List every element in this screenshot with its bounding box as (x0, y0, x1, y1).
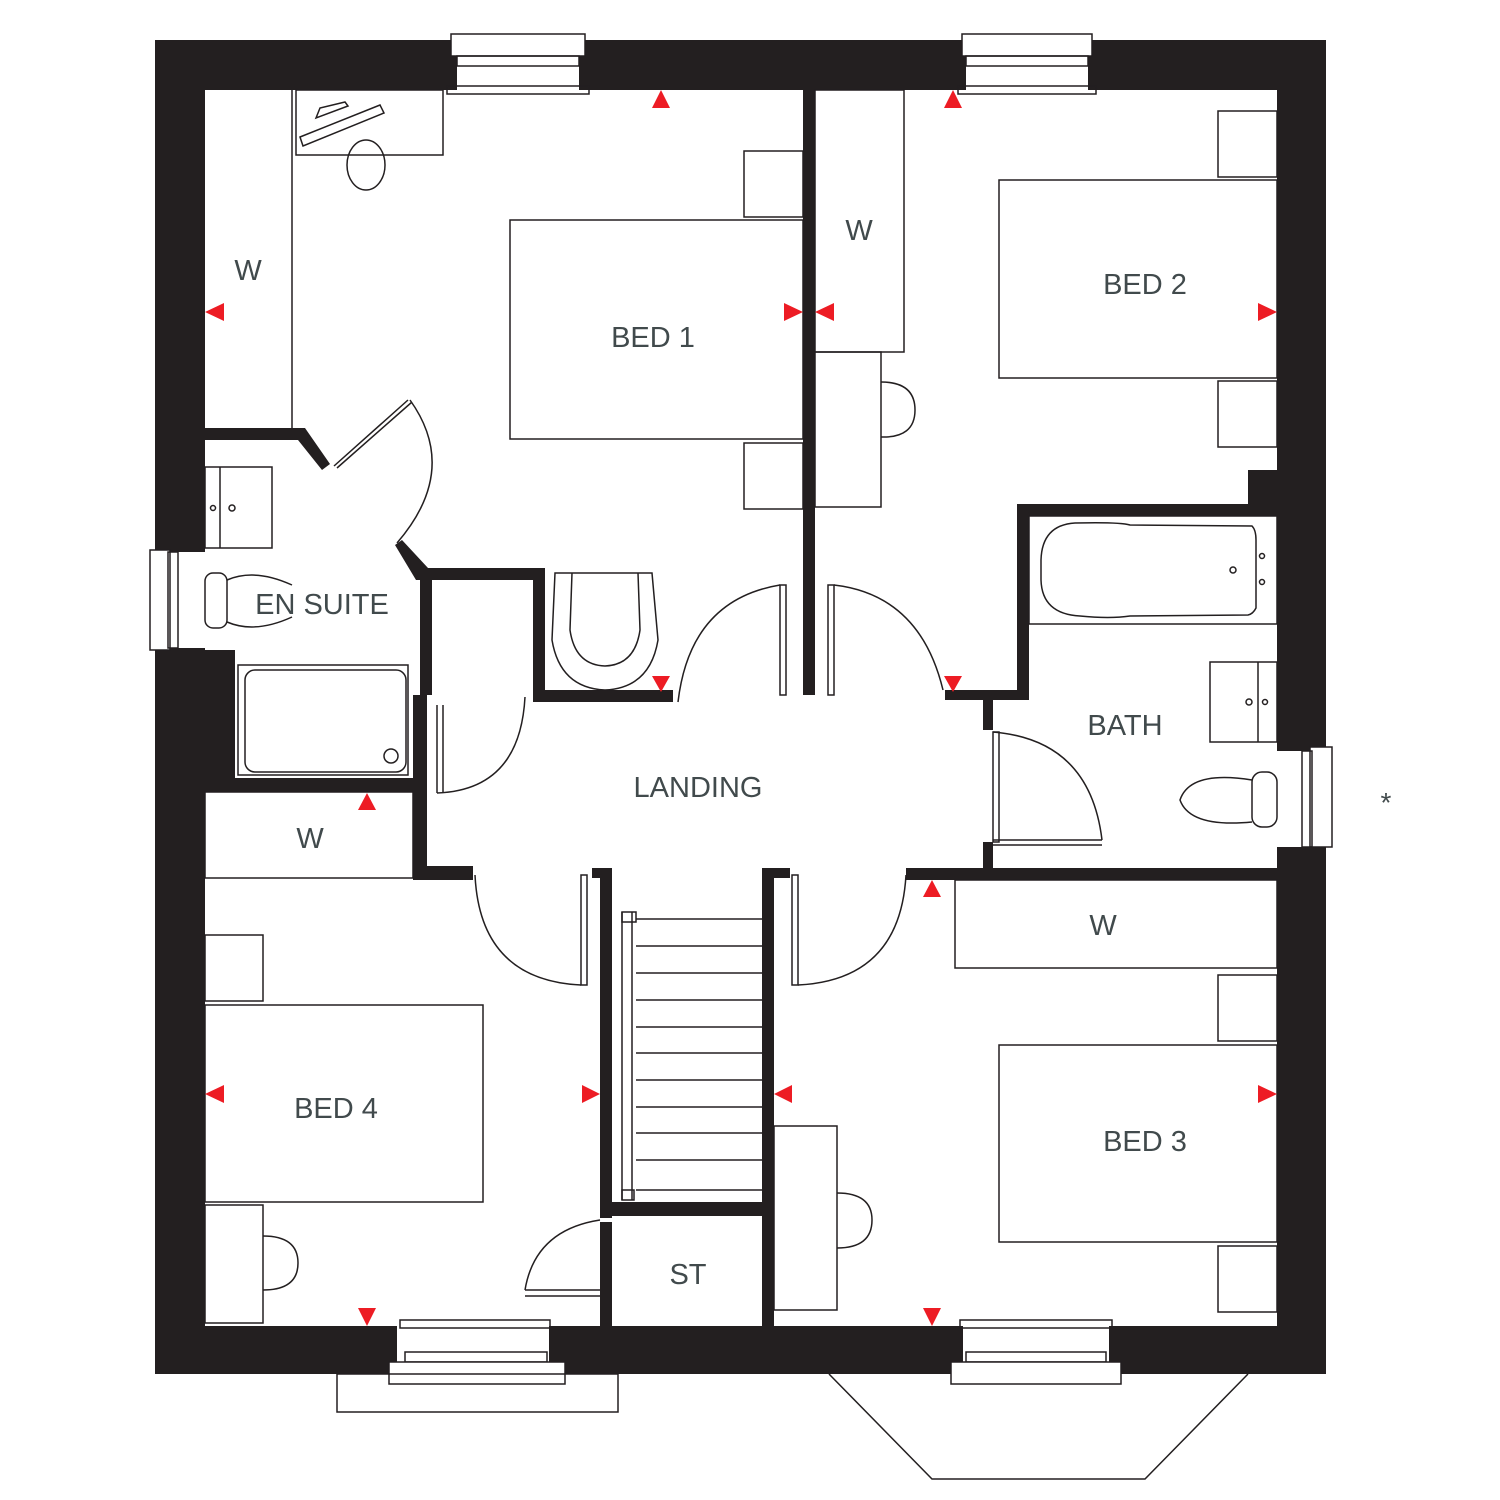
external-walls (155, 40, 1326, 1374)
wardrobe-label-bed2: W (845, 215, 873, 247)
room-label-bed3: BED 3 (1103, 1126, 1187, 1158)
room-label-storage: ST (669, 1259, 706, 1291)
footnote-asterisk: * (1381, 787, 1392, 818)
windows (149, 33, 1333, 1480)
internal-walls (205, 90, 1277, 1330)
wardrobe-label-bed3: W (1089, 910, 1117, 942)
room-label-bed2: BED 2 (1103, 269, 1187, 301)
room-label-bed4: BED 4 (294, 1093, 378, 1125)
dimension-markers (205, 90, 1277, 1326)
room-label-bed1: BED 1 (611, 322, 695, 354)
room-label-bath: BATH (1087, 710, 1162, 742)
stair-treads (636, 918, 762, 1191)
room-label-landing: LANDING (634, 772, 763, 804)
room-label-ensuite: EN SUITE (255, 589, 389, 621)
wardrobe-label-bed1: W (234, 255, 262, 287)
furniture (204, 89, 1278, 1324)
labels: BED 1 BED 2 BED 3 BED 4 EN SUITE BATH LA… (234, 215, 1391, 1291)
wardrobe-label-bed4: W (296, 823, 324, 855)
